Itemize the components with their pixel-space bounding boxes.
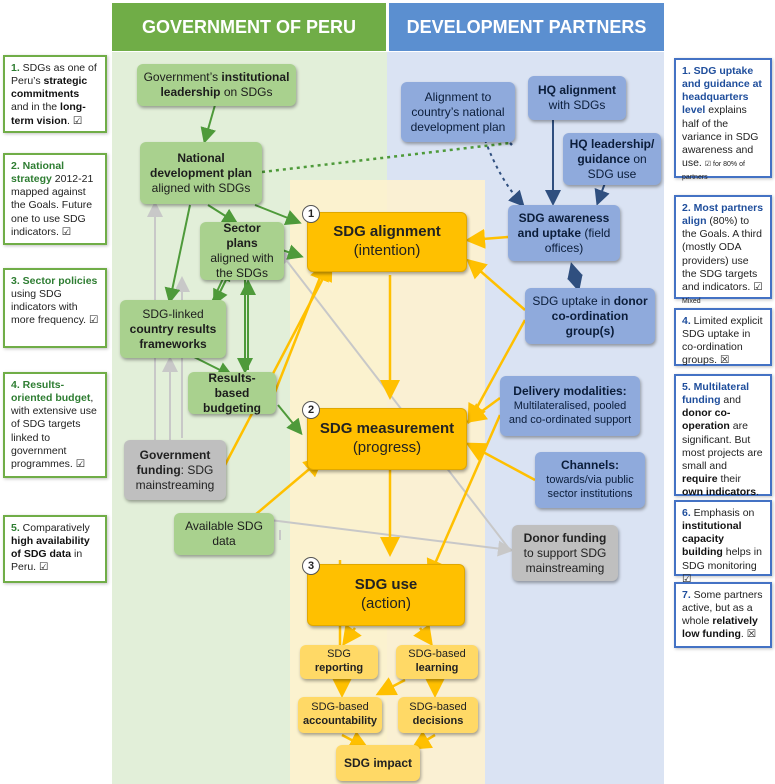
delivery-modalities-box: Delivery modalities: Multilateralised, p… <box>500 376 640 436</box>
note-right-2: 2. Most partners align (80%) to the Goal… <box>674 195 772 305</box>
step-one-badge: 1 <box>302 205 320 223</box>
channels-box: Channels: towards/via public sector inst… <box>535 452 645 508</box>
note-left-2: 2. National strategy 2012-21 mapped agai… <box>3 153 107 245</box>
note-right-6: 6. Emphasis on institutional capacity bu… <box>674 500 772 585</box>
sector-plans-box: Sector plans aligned with the SDGs <box>200 221 284 280</box>
step-two-badge: 2 <box>302 401 320 419</box>
sdg-use-box: SDG use(action) <box>307 564 465 626</box>
sdg-awareness-box: SDG awareness and uptake (field offices) <box>508 205 620 261</box>
note-right-7: 7. Some partners active, but as a whole … <box>674 582 772 648</box>
partners-header: DEVELOPMENT PARTNERS <box>389 3 664 51</box>
country-results-frameworks-box: SDG-linked country results frameworks <box>120 300 226 358</box>
sdg-accountability-box: SDG-based accountability <box>298 697 382 733</box>
sdg-impact-box: SDG impact <box>336 745 420 781</box>
available-sdg-data-box: Available SDG data <box>174 513 274 555</box>
alignment-country-plan-box: Alignment to country’s national developm… <box>401 82 515 142</box>
note-left-5: 5. Comparatively high availability of SD… <box>3 515 107 583</box>
sdg-decisions-box: SDG-based decisions <box>398 697 478 733</box>
national-development-plan-box: National development plan aligned with S… <box>140 142 262 204</box>
note-left-1: 1. SDGs as one of Peru’s strategic commi… <box>3 55 107 133</box>
note-left-4: 4. Results-oriented budget, with extensi… <box>3 372 107 478</box>
note-left-3: 3. Sector policies using SDG indicators … <box>3 268 107 348</box>
sdg-measurement-box: SDG measurement(progress) <box>307 408 467 470</box>
note-right-1: 1. SDG uptake and guidance at headquarte… <box>674 58 772 181</box>
donor-funding-box: Donor funding to support SDG mainstreami… <box>512 525 618 581</box>
donor-coordination-box: SDG uptake in donor co-ordination group(… <box>525 288 655 344</box>
sdg-learning-box: SDG-based learning <box>396 645 478 679</box>
sdg-alignment-box: SDG alignment(intention) <box>307 212 467 272</box>
hq-alignment-box: HQ alignment with SDGs <box>528 76 626 120</box>
government-funding-box: Government funding: SDG mainstreaming <box>124 440 226 500</box>
hq-leadership-box: HQ leadership/ guidance on SDG use <box>563 133 661 185</box>
step-three-badge: 3 <box>302 557 320 575</box>
results-based-budgeting-box: Results-based budgeting <box>188 371 276 415</box>
government-header: GOVERNMENT OF PERU <box>112 3 386 51</box>
institutional-leadership-box: Government’s institutional leadership on… <box>137 64 296 106</box>
note-right-4: 4. Limited explicit SDG uptake in co-ord… <box>674 308 772 366</box>
sdg-reporting-box: SDG reporting <box>300 645 378 679</box>
note-right-5: 5. Multilateral funding and donor co-ope… <box>674 374 772 511</box>
